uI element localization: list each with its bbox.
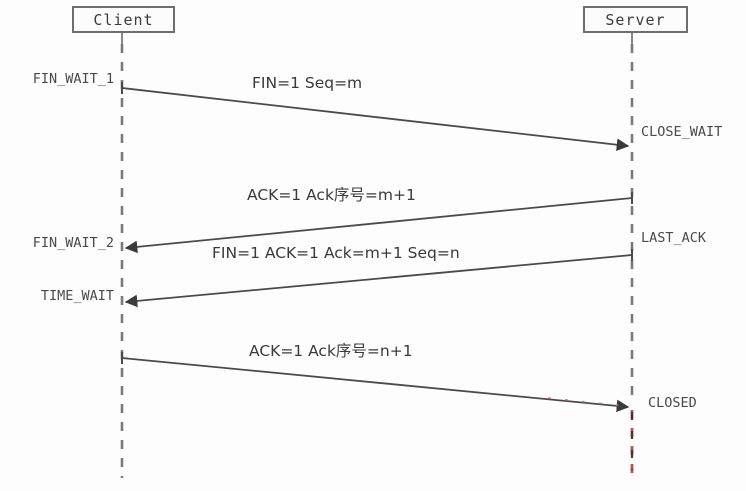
state-label-closed: CLOSED: [648, 395, 697, 411]
message-label-fin-1: FIN=1 Seq=m: [252, 74, 363, 92]
participant-box-server[interactable]: Server: [583, 6, 688, 33]
msg-fin-1-arrow[interactable]: [121, 87, 630, 151]
participant-label-client: Client: [93, 10, 154, 29]
state-label-fin-wait-1: FIN_WAIT_1: [32, 71, 114, 87]
message-label-ack-2: ACK=1 Ack序号=n+1: [249, 342, 413, 360]
participant-box-client[interactable]: Client: [72, 6, 175, 33]
state-label-last-ack: LAST_ACK: [641, 230, 707, 246]
msg-ack-2-arrow[interactable]: [121, 357, 630, 413]
message-label-ack-1: ACK=1 Ack序号=m+1: [247, 186, 416, 204]
state-label-time-wait: TIME_WAIT: [40, 288, 114, 304]
participant-label-server: Server: [605, 10, 666, 29]
message-label-fin-ack: FIN=1 ACK=1 Ack=m+1 Seq=n: [212, 244, 460, 262]
state-label-close-wait: CLOSE_WAIT: [641, 124, 723, 140]
msg-fin-ack-arrow[interactable]: [124, 254, 633, 308]
msg-ack-1-arrow[interactable]: [124, 197, 633, 254]
state-label-fin-wait-2: FIN_WAIT_2: [32, 235, 114, 251]
